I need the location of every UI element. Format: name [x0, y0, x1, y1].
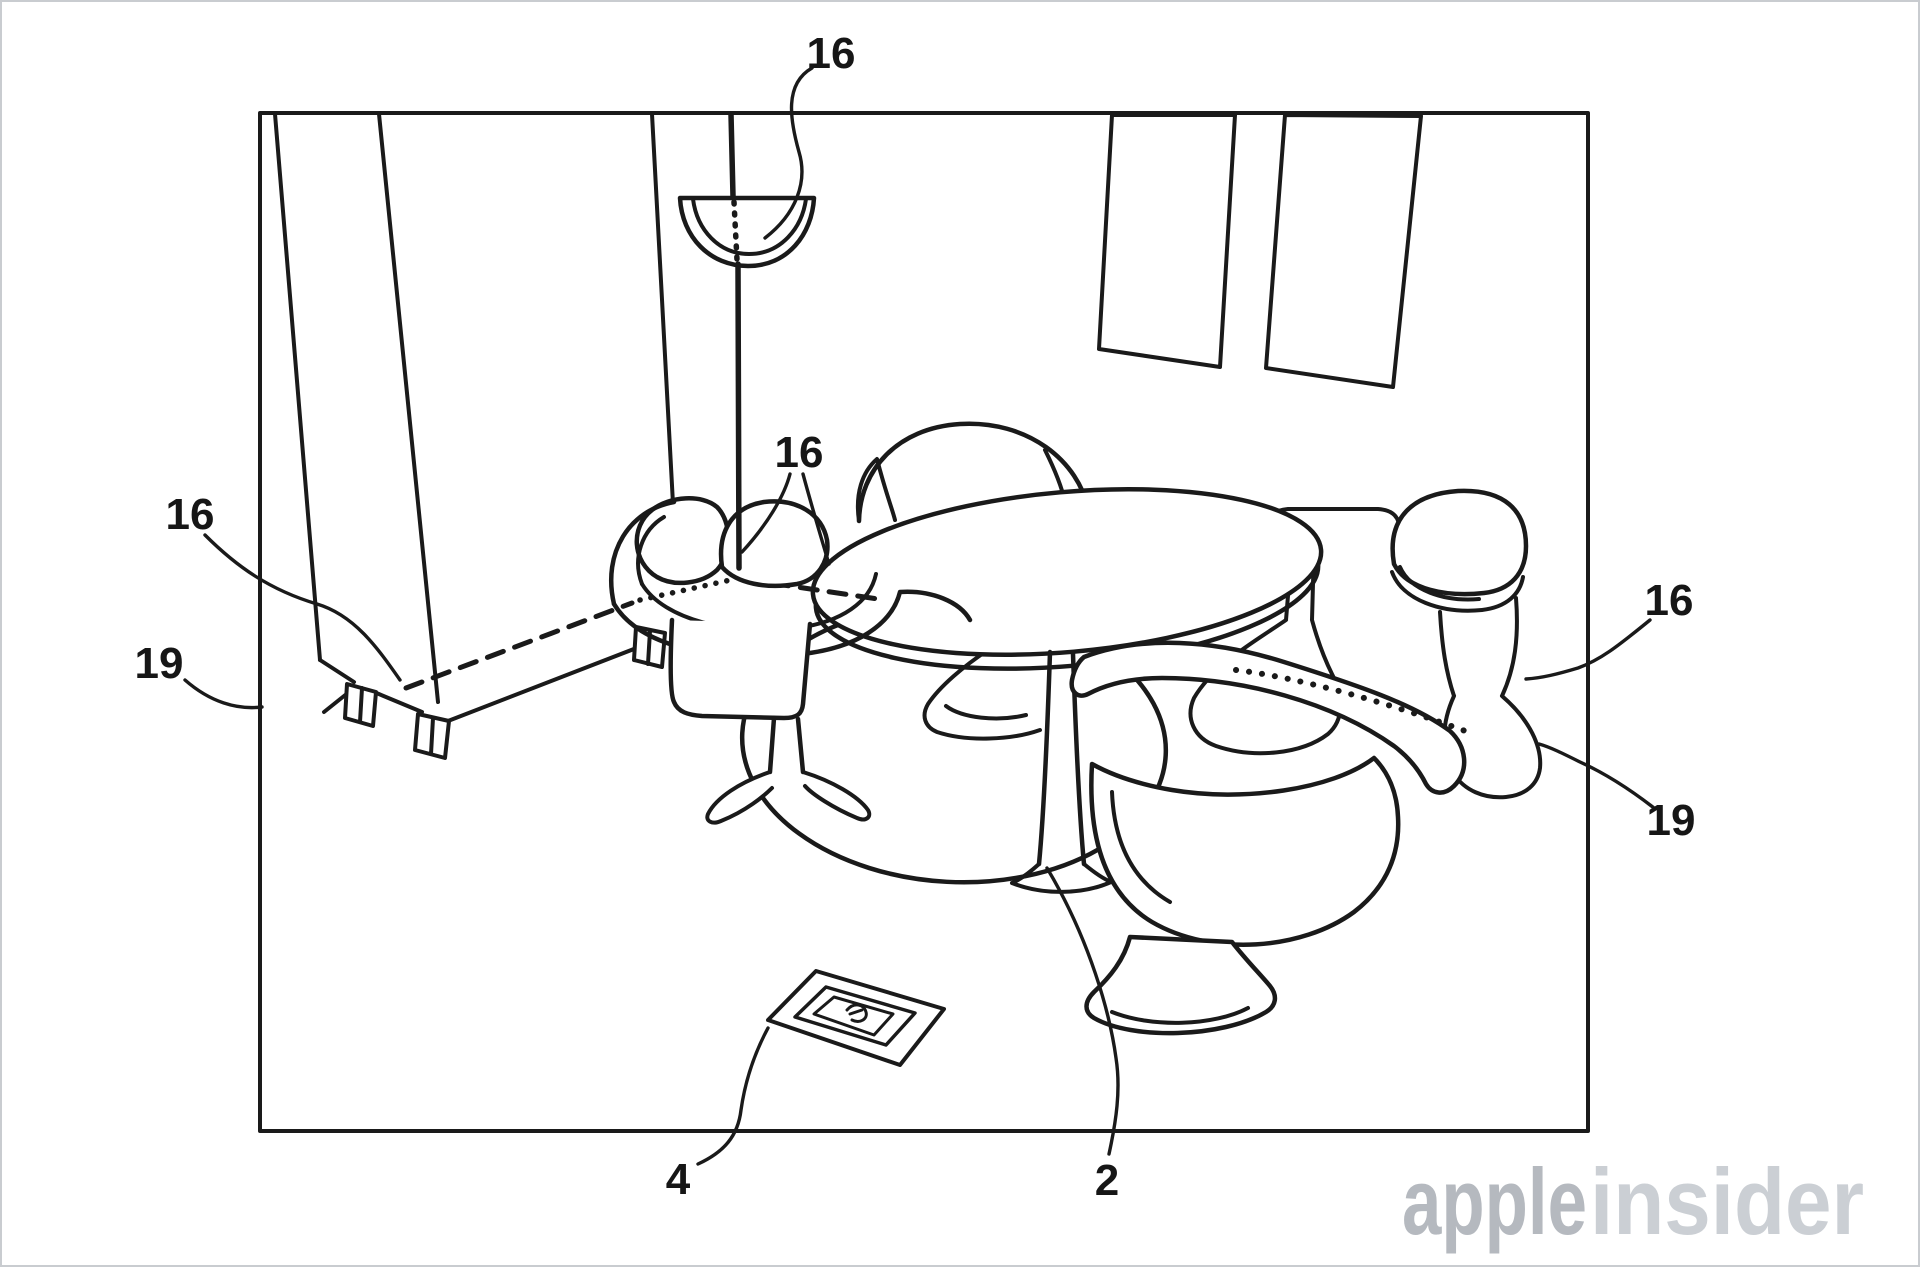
ref-label-16-left: 16 — [166, 490, 215, 539]
chair-front-right-band — [1069, 640, 1467, 795]
leader-lines — [183, 66, 1656, 1166]
chair-front-left — [608, 496, 973, 825]
conference-table — [810, 487, 1324, 894]
leader-4-bottom — [696, 1026, 770, 1166]
chair-front-left-foot-a — [705, 770, 774, 825]
cabinet-front-edge — [377, 112, 440, 704]
leader-19-left — [183, 678, 264, 710]
chair-front-left-arm-left — [636, 515, 666, 586]
floor-tag-inner — [812, 995, 895, 1037]
lamp-pole-hidden — [731, 199, 740, 263]
cabinet-bottom-edges — [318, 640, 654, 723]
wall-panel-left — [1097, 113, 1237, 369]
ref-label-2-bottom: 2 — [1095, 1156, 1119, 1205]
ref-label-16-right: 16 — [1645, 576, 1694, 625]
cabinet-foot-middle — [413, 712, 451, 760]
lamp-bowl — [677, 195, 817, 269]
beam-dashed-left — [403, 600, 635, 691]
floor-tag-middle — [793, 985, 917, 1047]
wall-panel-right — [1264, 113, 1423, 389]
leader-16-right — [1524, 618, 1652, 681]
wall-corner-line — [735, 261, 742, 571]
watermark: apple insider — [1402, 1149, 1864, 1254]
chair-front-right-pedestal — [1084, 934, 1278, 1036]
ref-label-4-bottom: 4 — [666, 1155, 691, 1204]
leader-16-left — [203, 533, 402, 682]
chair-front-right-base-line — [1110, 1006, 1250, 1025]
cabinet-left-edge — [273, 112, 322, 662]
lamp-bowl-rim — [691, 197, 808, 256]
chair-front-left-seat — [668, 617, 813, 721]
watermark-insider: insider — [1590, 1149, 1864, 1254]
table-top — [810, 487, 1324, 657]
leader-2-bottom — [1045, 866, 1120, 1156]
leader-19-right — [1537, 742, 1656, 810]
leader-16-top — [763, 66, 814, 240]
cabinet-right-edge — [650, 112, 675, 506]
chair-back-center-pedestal — [922, 648, 1042, 741]
chair-front-right — [1069, 640, 1467, 1036]
floor-tag-glyph — [845, 1003, 868, 1023]
lamp-pole-upper — [728, 111, 736, 199]
leader-16-center-a — [740, 472, 792, 554]
chair-front-right-seat — [1089, 755, 1401, 947]
floor-tag — [766, 969, 946, 1067]
hanging-lamp — [677, 111, 817, 571]
ref-label-19-right: 19 — [1647, 796, 1696, 845]
ref-label-16-top: 16 — [807, 29, 856, 78]
ref-label-16-center: 16 — [775, 428, 824, 477]
cabinet-foot-left — [343, 682, 378, 728]
beam-dotted-right — [1233, 667, 1471, 735]
reference-labels: 16 16 19 16 16 19 4 2 — [135, 29, 1696, 1205]
chair-front-left-back-edge — [608, 499, 677, 607]
ref-label-19-left: 19 — [135, 639, 184, 688]
chair-front-left-foot-b — [801, 770, 872, 822]
beam-dashed-middle — [740, 576, 881, 602]
chair-front-left-stem — [767, 715, 806, 775]
chair-far-right — [1390, 488, 1543, 800]
chair-front-right-seat-seam — [1110, 790, 1172, 904]
wall-panels — [1097, 113, 1423, 389]
drawing-border — [258, 111, 1590, 1133]
watermark-apple: apple — [1402, 1149, 1587, 1254]
leader-16-center-b — [801, 472, 831, 566]
floor-tag-outer — [766, 969, 946, 1067]
